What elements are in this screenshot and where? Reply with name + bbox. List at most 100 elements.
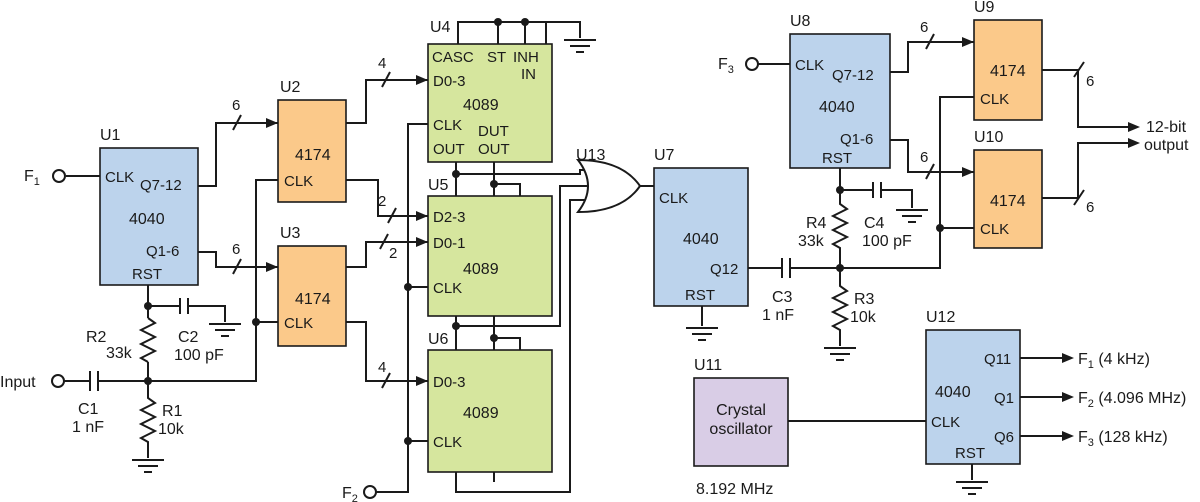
pin-label: RST <box>685 287 715 304</box>
chip-ref: U9 <box>974 0 995 16</box>
bus-width-label: 4 <box>378 359 386 376</box>
bus-width-label: 6 <box>1086 73 1094 90</box>
chip-ref: U5 <box>428 177 449 194</box>
bus-width-label: 6 <box>232 241 240 258</box>
pin-label: CLK <box>795 57 824 74</box>
pin-label: RST <box>822 150 852 167</box>
chip-u10: U10 4174 CLK <box>973 129 1043 249</box>
chip-u6: U6 D0-3 4089 CLK <box>427 331 553 473</box>
ground-icon <box>896 209 928 223</box>
chip-u8: U8 CLK Q7-12 4040 Q1-6 RST <box>789 13 891 169</box>
resistor-value: 33k <box>106 345 133 362</box>
capacitor-ref: C3 <box>772 289 793 306</box>
resistor-ref: R3 <box>854 291 875 308</box>
input-terminal <box>51 374 65 388</box>
chip-ref: U12 <box>926 309 955 326</box>
pin-label: CLK <box>659 190 688 207</box>
oscillator-frequency: 8.192 MHz <box>696 481 773 498</box>
chip-u1: U1 CLK Q7-12 4040 Q1-6 RST <box>99 127 199 286</box>
bus-width-label: 4 <box>378 55 386 72</box>
ground-icon <box>209 323 241 337</box>
chip-ref: U6 <box>428 331 449 348</box>
chip-part: 4040 <box>935 384 971 401</box>
f3-terminal <box>745 57 759 71</box>
chip-part: 4040 <box>819 99 855 116</box>
pin-label: CLK <box>284 315 313 332</box>
pin-label: CLK <box>433 434 462 451</box>
pin-label: IN <box>521 66 536 83</box>
pin-label: CLK <box>284 173 313 190</box>
wiring <box>64 21 1130 493</box>
junction-dots <box>144 18 944 445</box>
output-label: 12-bit <box>1146 119 1187 136</box>
oscillator-label: Crystal <box>716 402 766 419</box>
capacitor-value: 1 nF <box>72 419 104 436</box>
pin-label: RST <box>955 445 985 462</box>
pin-label: D0-3 <box>433 374 466 391</box>
pin-label: INH <box>513 49 539 66</box>
pin-label: CLK <box>980 91 1009 108</box>
oscillator-label: oscillator <box>709 421 773 438</box>
chip-ref: U13 <box>576 147 605 164</box>
chip-u12: U12 Q11 4040 Q1 CLK Q6 RST <box>925 309 1021 465</box>
chip-part: 4174 <box>295 147 331 164</box>
ground-icon <box>132 459 164 473</box>
pin-label: Q7-12 <box>832 67 874 84</box>
capacitor-ref: C1 <box>78 401 99 418</box>
ground-icon <box>824 347 856 361</box>
chip-part: 4174 <box>990 193 1026 210</box>
chip-part: 4089 <box>463 405 499 422</box>
chip-u13: U13 <box>575 147 642 214</box>
pin-label: Q1 <box>994 390 1014 407</box>
pin-label: CLK <box>433 117 462 134</box>
capacitor-value: 1 nF <box>762 307 794 324</box>
pin-label: OUT <box>478 141 510 158</box>
chip-u3: U3 4174 CLK <box>277 225 347 347</box>
chip-part: 4040 <box>129 211 165 228</box>
chip-ref: U3 <box>280 225 301 242</box>
pin-label: Q11 <box>984 351 1011 368</box>
ground-symbols <box>132 39 988 495</box>
chip-u7: U7 CLK 4040 Q12 RST <box>653 147 749 307</box>
ground-icon <box>564 39 596 53</box>
pin-label: CLK <box>105 169 134 186</box>
pin-label: Q1-6 <box>840 131 873 148</box>
f2-output-label: F2 (4.096 MHz) <box>1078 390 1186 410</box>
chip-ref: U10 <box>974 129 1003 146</box>
f2-terminal <box>363 485 377 499</box>
bus-width-label: 6 <box>1086 199 1094 216</box>
bus-width-label: 6 <box>920 19 928 36</box>
pin-label: CLK <box>931 414 960 431</box>
bus-width-label: 6 <box>232 97 240 114</box>
chip-u5: U5 D2-3 D0-1 4089 CLK <box>427 177 553 317</box>
resistor-value: 33k <box>798 233 825 250</box>
chip-part: 4174 <box>990 63 1026 80</box>
pin-label: CLK <box>980 221 1009 238</box>
chip-ref: U8 <box>790 13 811 30</box>
chip-part: 4089 <box>463 261 499 278</box>
pin-label: CASC <box>432 49 474 66</box>
pin-label: D0-3 <box>433 73 466 90</box>
pin-label: Q12 <box>710 261 738 278</box>
pin-label: CLK <box>433 280 462 297</box>
f1-output-label: F1 (4 kHz) <box>1078 351 1150 371</box>
pin-label: D2-3 <box>433 209 466 226</box>
pin-label: Q7-12 <box>140 177 182 194</box>
resistor-ref: R1 <box>162 403 183 420</box>
pin-label: Q1-6 <box>146 243 179 260</box>
resistor-ref: R4 <box>806 215 827 232</box>
pin-label: Q6 <box>994 429 1014 446</box>
ground-icon <box>956 481 988 495</box>
chip-part: 4089 <box>463 97 499 114</box>
f3-signal-label: F3 <box>718 56 734 76</box>
pin-label: D0-1 <box>433 235 466 252</box>
capacitor-ref: C4 <box>864 215 885 232</box>
ground-icon <box>686 327 718 341</box>
arrowheads <box>266 37 1140 441</box>
f3-output-label: F3 (128 kHz) <box>1078 429 1168 449</box>
chip-u2: U2 4174 CLK <box>277 79 347 203</box>
chip-part: 4174 <box>295 291 331 308</box>
resistor-value: 10k <box>158 421 185 438</box>
capacitor-ref: C2 <box>178 329 199 346</box>
bus-width-label: 2 <box>378 193 386 210</box>
